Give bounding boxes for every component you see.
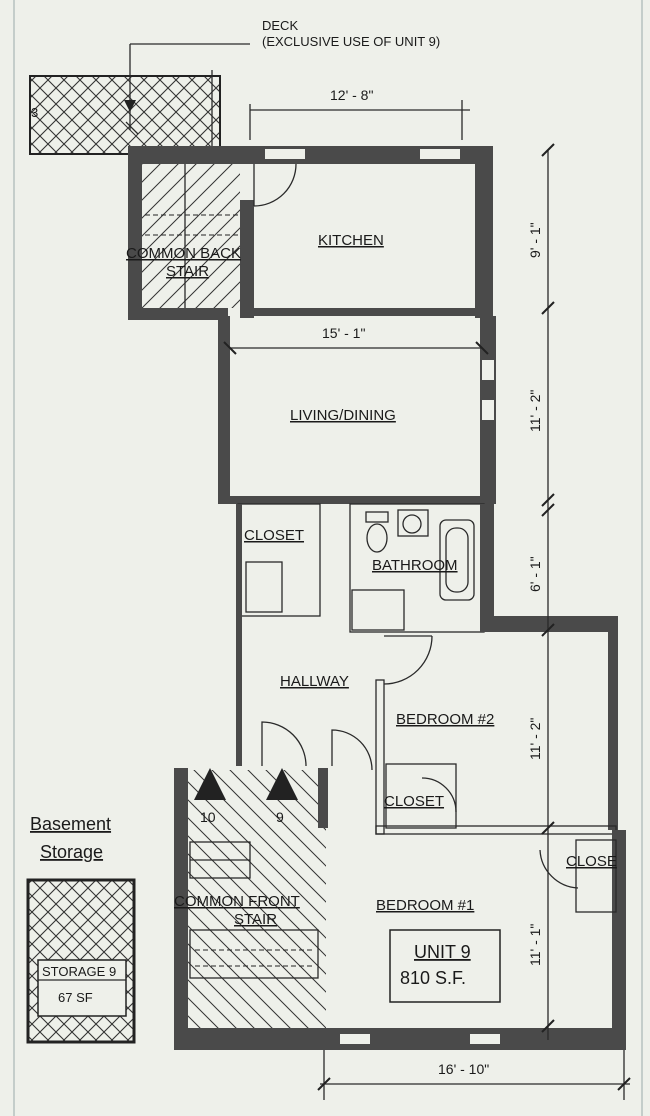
dim-living-width: 15' - 1"	[322, 325, 365, 341]
dim-overall-width: 16' - 10"	[438, 1061, 489, 1077]
storage-area: 67 SF	[58, 990, 93, 1005]
deck-mark: 3	[31, 105, 38, 120]
dim-bed2-depth: 11' - 2"	[527, 718, 543, 760]
room-front-stair-2: STAIR	[234, 911, 277, 928]
room-bedroom2: BEDROOM #2	[396, 711, 494, 728]
living-block	[218, 316, 496, 504]
room-kitchen: KITCHEN	[318, 232, 384, 249]
room-closet-bed2: CLOSET	[384, 793, 444, 810]
deck-subtitle: (EXCLUSIVE USE OF UNIT 9)	[262, 34, 440, 49]
room-hallway: HALLWAY	[280, 673, 349, 690]
room-living-dining: LIVING/DINING	[290, 407, 396, 424]
deck-title: DECK	[262, 18, 298, 33]
dim-kitchen-depth: 9' - 1"	[527, 222, 543, 258]
unit-name: UNIT 9	[414, 942, 471, 962]
storage-label: STORAGE 9	[42, 964, 116, 979]
unit-area: 810 S.F.	[400, 968, 466, 988]
basement-storage	[26, 878, 136, 1044]
room-back-stair-2: STAIR	[166, 263, 209, 280]
dimension-lines	[223, 100, 631, 1100]
room-bathroom: BATHROOM	[372, 557, 458, 574]
room-closet-hall: CLOSET	[244, 527, 304, 544]
room-back-stair-1: COMMON BACK	[126, 245, 241, 262]
front-stair-bedroom1-block	[174, 768, 626, 1050]
closet-bath-block	[237, 503, 494, 633]
dim-living-depth: 11' - 2"	[527, 390, 543, 432]
room-bedroom1: BEDROOM #1	[376, 897, 474, 914]
stair-number-10: 10	[200, 809, 216, 825]
deck	[29, 43, 250, 155]
dim-bath-depth: 6' - 1"	[527, 556, 543, 592]
dim-kitchen-width: 12' - 8"	[330, 87, 373, 103]
stair-number-9: 9	[276, 809, 284, 825]
room-front-stair-1: COMMON FRONT	[174, 893, 300, 910]
basement-title-2: Storage	[40, 842, 103, 862]
kitchen-block	[128, 146, 493, 320]
room-closet-bed1: CLOSE	[566, 853, 617, 870]
basement-title-1: Basement	[30, 814, 111, 834]
dim-bed1-depth: 11' - 1"	[527, 924, 543, 966]
